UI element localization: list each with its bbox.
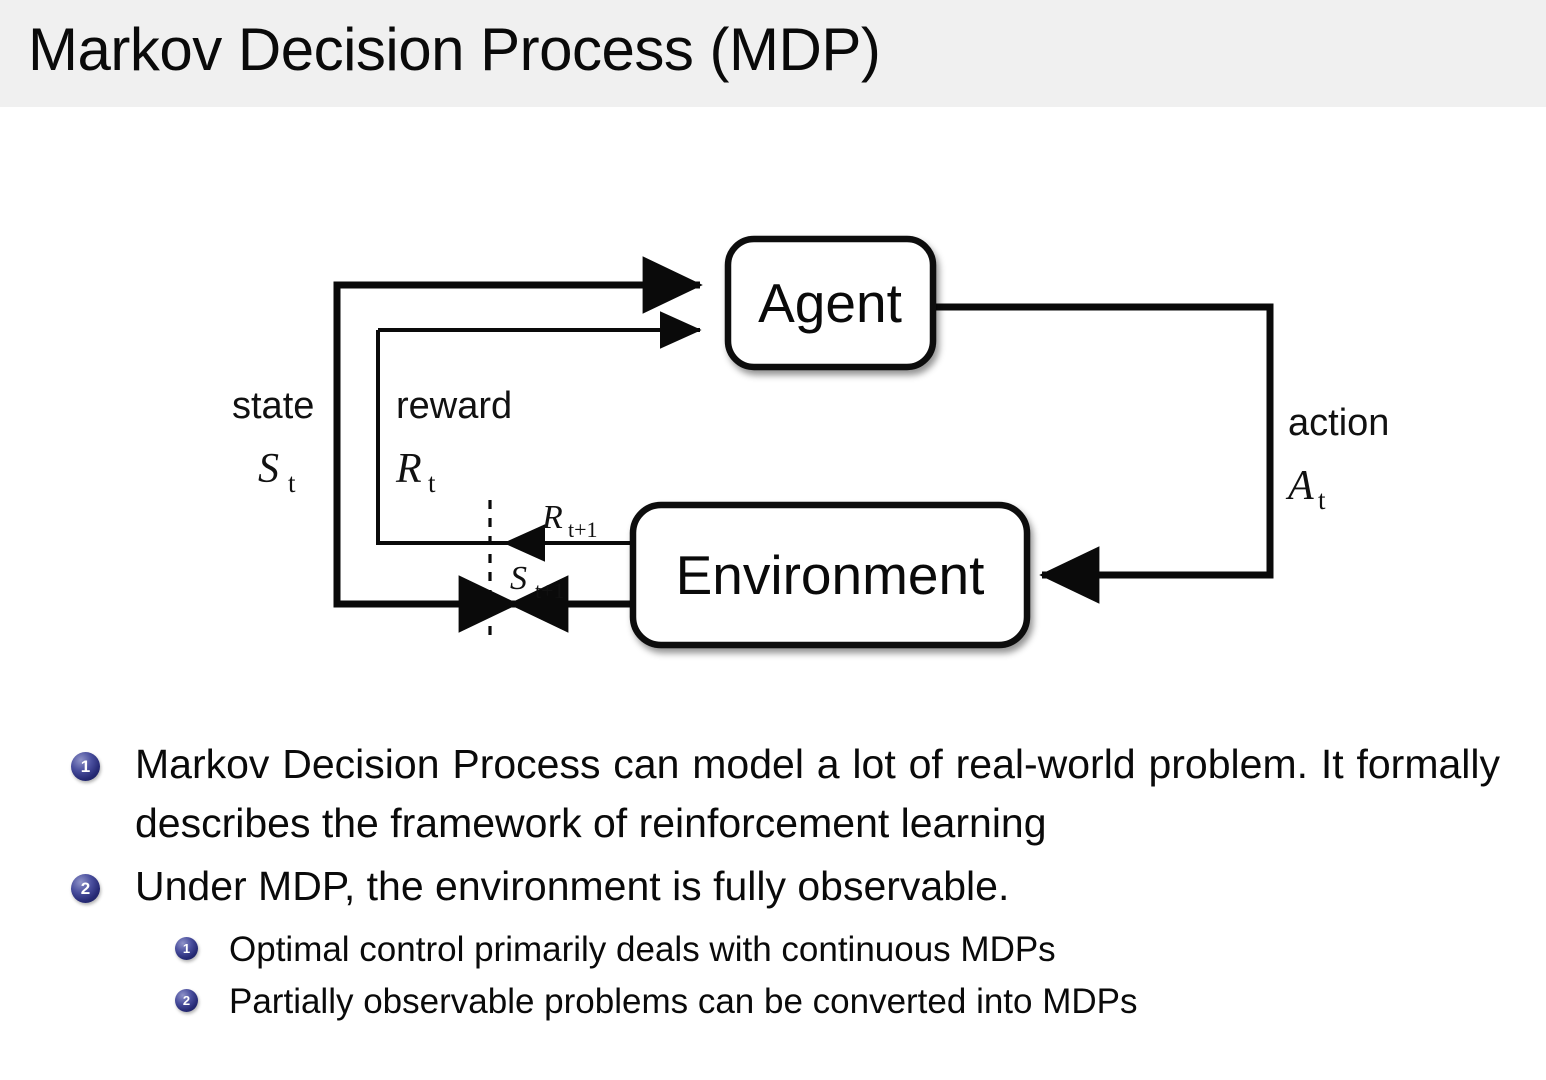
list-item: 2 Under MDP, the environment is fully ob… bbox=[0, 857, 1546, 916]
action-symbol-label: A bbox=[1285, 463, 1314, 509]
list-item-text: Markov Decision Process can model a lot … bbox=[135, 741, 1500, 846]
sub-bullet-marker-2: 2 bbox=[175, 989, 198, 1012]
state-word-label: state bbox=[232, 385, 314, 427]
mdp-loop-svg: Agent Environment state S t reward R t a… bbox=[232, 235, 1389, 649]
state-left-rail bbox=[333, 285, 516, 608]
bullet-marker-2: 2 bbox=[71, 874, 100, 903]
bullet-list: 1 Markov Decision Process can model a lo… bbox=[0, 735, 1546, 1028]
environment-node: Environment bbox=[629, 501, 1031, 649]
reward-subscript-label: t bbox=[428, 468, 436, 498]
state-next-symbol-label: S bbox=[510, 560, 527, 597]
sub-bullet-marker-1: 1 bbox=[175, 937, 198, 960]
reward-next-subscript-label: t+1 bbox=[568, 517, 598, 542]
list-item-text: Partially observable problems can be con… bbox=[229, 982, 1138, 1021]
reward-symbol-label: R bbox=[395, 446, 422, 492]
agent-label: Agent bbox=[758, 272, 902, 334]
state-subscript-label: t bbox=[288, 468, 296, 498]
page-title: Markov Decision Process (MDP) bbox=[28, 16, 881, 83]
state-next-subscript-label: t+1 bbox=[535, 578, 565, 603]
action-subscript-label: t bbox=[1318, 485, 1326, 515]
reward-next-symbol-label: R bbox=[541, 499, 563, 536]
mdp-loop-diagram: Agent Environment state S t reward R t a… bbox=[0, 107, 1546, 707]
reward-word-label: reward bbox=[396, 385, 512, 427]
list-item: 1 Optimal control primarily deals with c… bbox=[0, 924, 1546, 976]
sub-bullet-group: 1 Optimal control primarily deals with c… bbox=[0, 924, 1546, 1028]
list-item-text: Under MDP, the environment is fully obse… bbox=[135, 863, 1010, 909]
slide-header-band bbox=[0, 0, 1546, 107]
list-item: 1 Markov Decision Process can model a lo… bbox=[0, 735, 1546, 853]
action-word-label: action bbox=[1288, 402, 1389, 444]
state-symbol-label: S bbox=[258, 446, 279, 492]
list-item: 2 Partially observable problems can be c… bbox=[0, 976, 1546, 1028]
environment-label: Environment bbox=[676, 544, 985, 606]
reward-left-rail bbox=[376, 330, 510, 545]
list-item-text: Optimal control primarily deals with con… bbox=[229, 930, 1056, 969]
bullet-marker-1: 1 bbox=[71, 752, 100, 781]
environment-box bbox=[629, 501, 1031, 649]
action-path bbox=[932, 303, 1274, 604]
agent-node: Agent bbox=[724, 235, 937, 371]
agent-box bbox=[724, 235, 937, 371]
